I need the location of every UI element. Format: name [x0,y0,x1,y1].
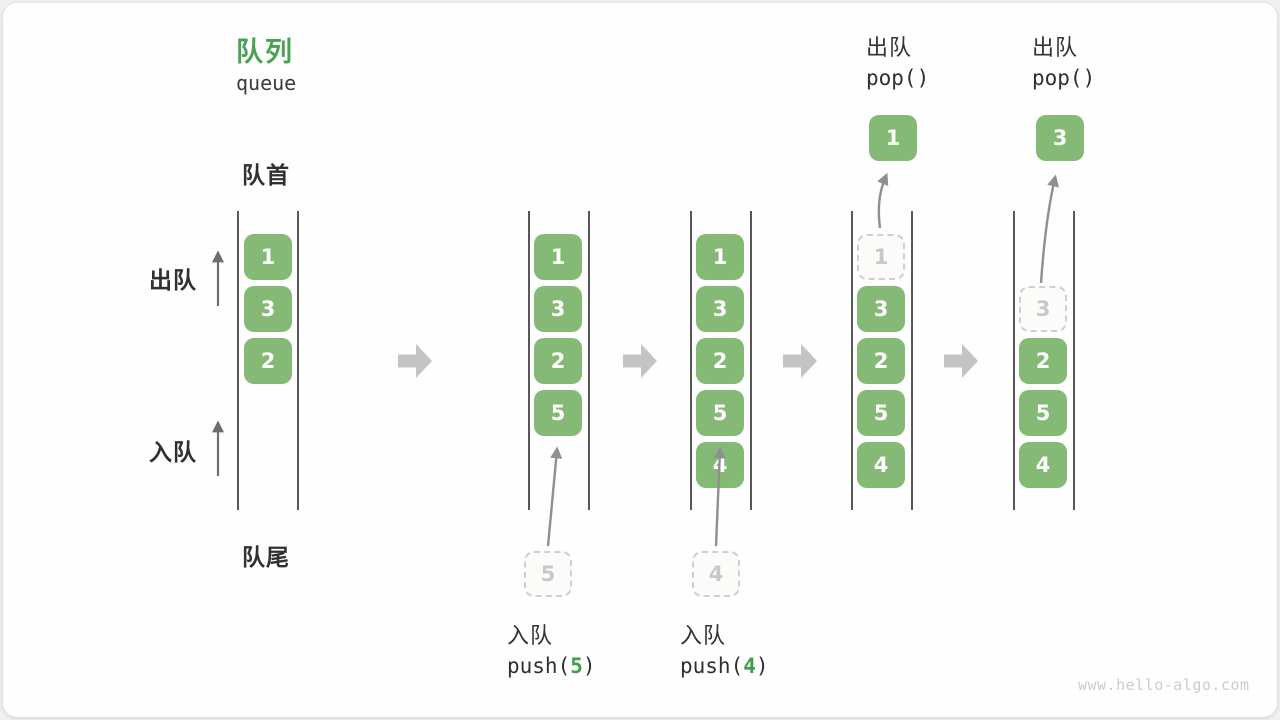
diagram-title-zh: 队列 [236,37,294,67]
queue-wall [690,211,692,510]
queue-wall [237,211,239,510]
queue-element: 5 [1019,390,1067,436]
label-enqueue-side: 入队 [149,439,197,465]
queue-wall [528,211,530,510]
op-dequeue-label: 出队 [866,35,913,60]
op-dequeue-label: 出队 [1032,35,1079,60]
queue-element: 3 [696,286,744,332]
op-enqueue-code: push(5) [507,654,596,678]
queue-wall [911,211,913,510]
queue-element: 4 [857,442,905,488]
op-fn: push( [680,654,744,678]
op-enqueue-code: push(4) [680,654,769,678]
op-dequeue-code: pop() [866,66,930,90]
queue-element: 2 [534,338,582,384]
removed-element-ghost: 3 [1019,286,1067,332]
diagram-title-en: queue [236,71,297,95]
queue-element: 2 [696,338,744,384]
queue-element: 3 [857,286,905,332]
queue-element: 2 [857,338,905,384]
op-fn: push( [507,654,571,678]
op-dequeue-code: pop() [1032,66,1096,90]
incoming-element-ghost: 5 [524,551,572,597]
diagram-card [3,3,1277,717]
removed-element-ghost: 1 [857,234,905,280]
op-enqueue-label: 入队 [680,623,727,648]
queue-wall [588,211,590,510]
queue-element: 5 [857,390,905,436]
queue-element: 2 [244,338,292,384]
op-arg: 5 [570,654,583,678]
queue-element: 3 [244,286,292,332]
queue-element: 1 [534,234,582,280]
queue-wall [851,211,853,510]
queue-element: 5 [696,390,744,436]
watermark: www.hello-algo.com [1078,676,1250,694]
queue-element: 5 [534,390,582,436]
queue-element: 1 [244,234,292,280]
queue-wall [1013,211,1015,510]
queue-wall [750,211,752,510]
label-dequeue-side: 出队 [149,267,197,293]
popped-element: 1 [869,115,917,161]
op-arg: 4 [743,654,756,678]
label-queue-rear: 队尾 [242,544,290,570]
queue-element: 1 [696,234,744,280]
queue-element: 4 [696,442,744,488]
queue-wall [297,211,299,510]
queue-wall [1073,211,1075,510]
label-queue-front: 队首 [242,162,290,188]
op-close: ) [582,654,596,678]
op-enqueue-label: 入队 [507,623,554,648]
queue-element: 2 [1019,338,1067,384]
popped-element: 3 [1036,115,1084,161]
incoming-element-ghost: 4 [692,551,740,597]
queue-element: 4 [1019,442,1067,488]
queue-element: 3 [534,286,582,332]
op-close: ) [755,654,769,678]
